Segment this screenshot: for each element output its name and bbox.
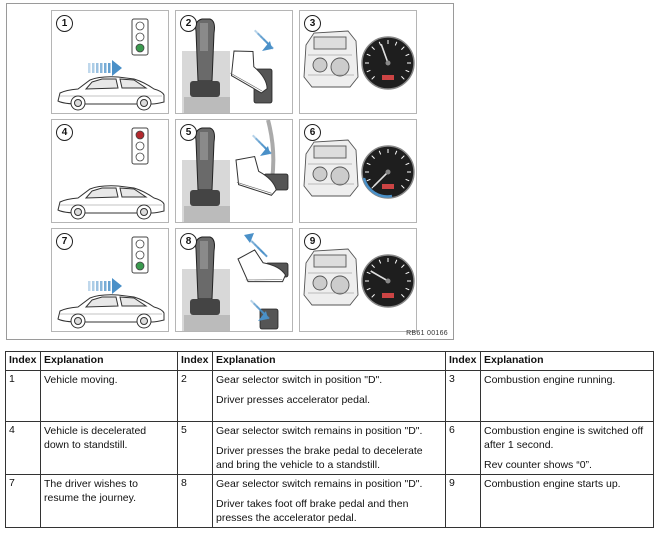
illustration-panel-6: 6 — [299, 119, 417, 223]
panel-drawing — [57, 236, 165, 329]
motion-arrow-icon — [88, 60, 122, 76]
step-number-badge: 8 — [180, 233, 197, 250]
pedal-direction-arrow-icon — [250, 299, 270, 321]
panel-drawing — [303, 248, 415, 308]
explanation-table: Index Explanation Index Explanation Inde… — [5, 351, 654, 528]
explanation-cell: Vehicle moving. — [40, 370, 178, 422]
step-number-badge: 3 — [304, 15, 321, 32]
index-cell: 6 — [445, 421, 481, 475]
traffic-light-icon — [131, 18, 149, 56]
column-header-explanation: Explanation — [40, 351, 178, 371]
panel-drawing — [57, 18, 165, 111]
explanation-line: Driver presses accelerator pedal. — [216, 394, 371, 406]
rev-counter-gauge-icon — [361, 145, 415, 199]
explanation-line: Vehicle is decelerated down to standstil… — [44, 425, 147, 451]
pedal-direction-arrow-icon — [251, 134, 272, 156]
foot-illustration — [230, 50, 268, 94]
step-number-badge: 4 — [56, 124, 73, 141]
explanation-cell: Gear selector switch in position "D". Dri… — [212, 370, 446, 422]
engine-illustration — [303, 30, 359, 88]
explanation-line: The driver wishes to resume the journey. — [44, 478, 138, 504]
explanation-line: Rev counter shows “0”. — [484, 459, 592, 471]
index-cell: 8 — [177, 474, 213, 528]
panel-drawing — [57, 127, 165, 220]
step-number-badge: 1 — [56, 15, 73, 32]
column-header-explanation: Explanation — [212, 351, 446, 371]
foot-illustration — [237, 249, 287, 283]
illustration-panel-9: 9 — [299, 228, 417, 332]
explanation-cell: Combustion engine starts up. — [480, 474, 654, 528]
step-number-badge: 9 — [304, 233, 321, 250]
step-number-badge: 7 — [56, 233, 73, 250]
panel-drawing — [182, 120, 289, 222]
explanation-line: Gear selector switch remains in position… — [216, 425, 423, 437]
column-header-index: Index — [177, 351, 213, 371]
illustration-panel-1: 1 — [51, 10, 169, 114]
explanation-cell: The driver wishes to resume the journey. — [40, 474, 178, 528]
car-illustration — [57, 294, 165, 329]
index-cell: 4 — [5, 421, 41, 475]
engine-illustration — [303, 139, 359, 197]
traffic-light-icon — [131, 127, 149, 165]
illustration-panel-4: 4 — [51, 119, 169, 223]
index-cell: 9 — [445, 474, 481, 528]
explanation-cell: Gear selector switch remains in position… — [212, 421, 446, 475]
explanation-line: Vehicle moving. — [44, 374, 118, 386]
explanation-line: Combustion engine is switched off after … — [484, 425, 644, 451]
panel-drawing — [303, 139, 415, 199]
index-cell: 7 — [5, 474, 41, 528]
illustration-panel-8: 8 — [175, 228, 293, 332]
rev-counter-gauge-icon — [361, 36, 415, 90]
illustration-figure: 1 2 3 — [6, 3, 454, 340]
panel-drawing — [182, 233, 289, 331]
engine-illustration — [303, 248, 359, 306]
index-cell: 2 — [177, 370, 213, 422]
explanation-cell: Vehicle is decelerated down to standstil… — [40, 421, 178, 475]
explanation-line: Driver takes foot off brake pedal and th… — [216, 498, 409, 524]
step-number-badge: 6 — [304, 124, 321, 141]
gear-selector-illustration — [182, 18, 230, 113]
car-illustration — [57, 76, 165, 111]
figure-reference-code: RB61 00166 — [406, 330, 448, 337]
gear-selector-illustration — [182, 236, 230, 331]
explanation-cell: Gear selector switch remains in position… — [212, 474, 446, 528]
column-header-explanation: Explanation — [480, 351, 654, 371]
gear-selector-illustration — [182, 127, 230, 222]
explanation-line: Gear selector switch in position "D". — [216, 374, 383, 386]
illustration-grid: 1 2 3 — [51, 10, 417, 332]
explanation-line: Driver presses the brake pedal to decele… — [216, 445, 423, 471]
index-cell: 5 — [177, 421, 213, 475]
panel-drawing — [182, 18, 274, 113]
rev-counter-gauge-icon — [361, 254, 415, 308]
table-row: 7 The driver wishes to resume the journe… — [5, 474, 654, 528]
explanation-cell: Combustion engine running. — [480, 370, 654, 422]
panel-drawing — [303, 30, 415, 90]
index-cell: 3 — [445, 370, 481, 422]
traffic-light-icon — [131, 236, 149, 274]
pedal-direction-arrow-icon — [244, 233, 268, 258]
table-row: 4 Vehicle is decelerated down to standst… — [5, 421, 654, 475]
foot-illustration — [235, 155, 277, 196]
index-cell: 1 — [5, 370, 41, 422]
illustration-panel-7: 7 — [51, 228, 169, 332]
table-header-row: Index Explanation Index Explanation Inde… — [5, 351, 654, 371]
car-illustration — [57, 185, 165, 220]
step-number-badge: 2 — [180, 15, 197, 32]
step-number-badge: 5 — [180, 124, 197, 141]
illustration-panel-5: 5 — [175, 119, 293, 223]
explanation-line: Combustion engine starts up. — [484, 478, 621, 490]
pedal-direction-arrow-icon — [254, 29, 274, 51]
table-row: 1 Vehicle moving. 2 Gear selector switch… — [5, 370, 654, 422]
explanation-line: Combustion engine running. — [484, 374, 616, 386]
motion-arrow-icon — [88, 278, 122, 294]
explanation-line: Gear selector switch remains in position… — [216, 478, 423, 490]
illustration-panel-3: 3 — [299, 10, 417, 114]
column-header-index: Index — [5, 351, 41, 371]
column-header-index: Index — [445, 351, 481, 371]
explanation-cell: Combustion engine is switched off after … — [480, 421, 654, 475]
illustration-panel-2: 2 — [175, 10, 293, 114]
